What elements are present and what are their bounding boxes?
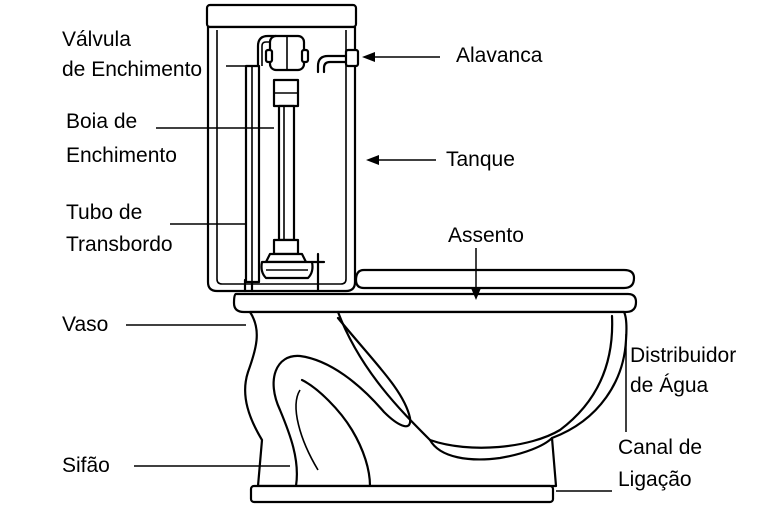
distribution-channel [428, 436, 554, 461]
label-valvula-2: de Enchimento [62, 58, 202, 81]
seat-lid [354, 268, 636, 290]
arrowhead-alavanca [362, 52, 375, 62]
seat [354, 268, 636, 290]
bowl-rim [232, 292, 638, 314]
label-distribuidor-2: de Água [630, 374, 709, 397]
fill-valve-assembly [243, 34, 326, 293]
label-boia-1: Boia de [66, 110, 137, 133]
label-valvula-1: Válvula [62, 28, 131, 51]
trapway-inner [300, 378, 372, 488]
label-tanque: Tanque [446, 148, 515, 171]
label-vaso: Vaso [62, 313, 108, 336]
label-distribuidor-1: Distribuidor [630, 344, 736, 367]
arrowhead-assento [471, 288, 481, 300]
arrowhead-tanque [366, 155, 379, 165]
callout-lines [126, 52, 627, 492]
flush-handle [316, 48, 360, 74]
labels: Válvula de Enchimento Boia de Enchimento… [62, 28, 736, 491]
label-tubo-1: Tubo de [66, 201, 142, 224]
label-assento: Assento [448, 224, 524, 247]
label-boia-2: Enchimento [66, 144, 177, 167]
label-canal-2: Ligação [618, 468, 692, 491]
fill-valve-shaft [277, 104, 296, 242]
label-sifao: Sifão [62, 454, 110, 477]
bowl-shell [244, 310, 628, 488]
trapway-outer [272, 316, 412, 488]
handle-arm [316, 54, 349, 74]
label-canal-1: Canal de [618, 436, 702, 459]
bowl-base [249, 484, 555, 504]
label-tubo-2: Transbordo [66, 233, 173, 256]
bowl [244, 310, 628, 488]
label-alavanca: Alavanca [456, 44, 543, 67]
overflow-tube [244, 64, 261, 284]
handle-knob [344, 48, 360, 68]
refill-tube [256, 34, 278, 68]
tank-lid [205, 3, 358, 29]
bowl-basin [336, 310, 614, 449]
tank-inner-wall [216, 30, 347, 285]
